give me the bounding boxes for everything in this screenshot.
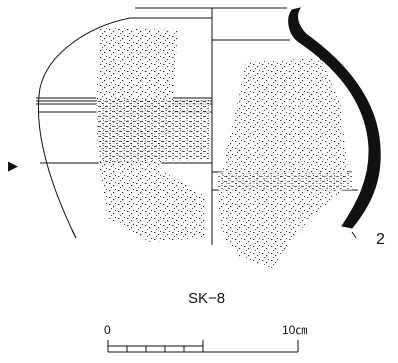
vessel-wall-section — [288, 7, 381, 229]
jar-exterior-outline — [37, 17, 213, 245]
rim-section — [135, 7, 290, 41]
sherd-texture-exterior — [96, 28, 210, 242]
position-marker-icon: ▶ — [8, 158, 18, 173]
figure-number: 2 — [376, 231, 385, 248]
site-label: SK−8 — [188, 290, 225, 307]
scale-start-label: 0 — [104, 323, 111, 337]
scale-bar — [107, 340, 299, 353]
scale-end-label: 10㎝ — [282, 323, 307, 337]
base-tick-right — [351, 231, 357, 239]
sherd-texture-interior — [218, 58, 352, 268]
base-tick — [71, 229, 77, 239]
